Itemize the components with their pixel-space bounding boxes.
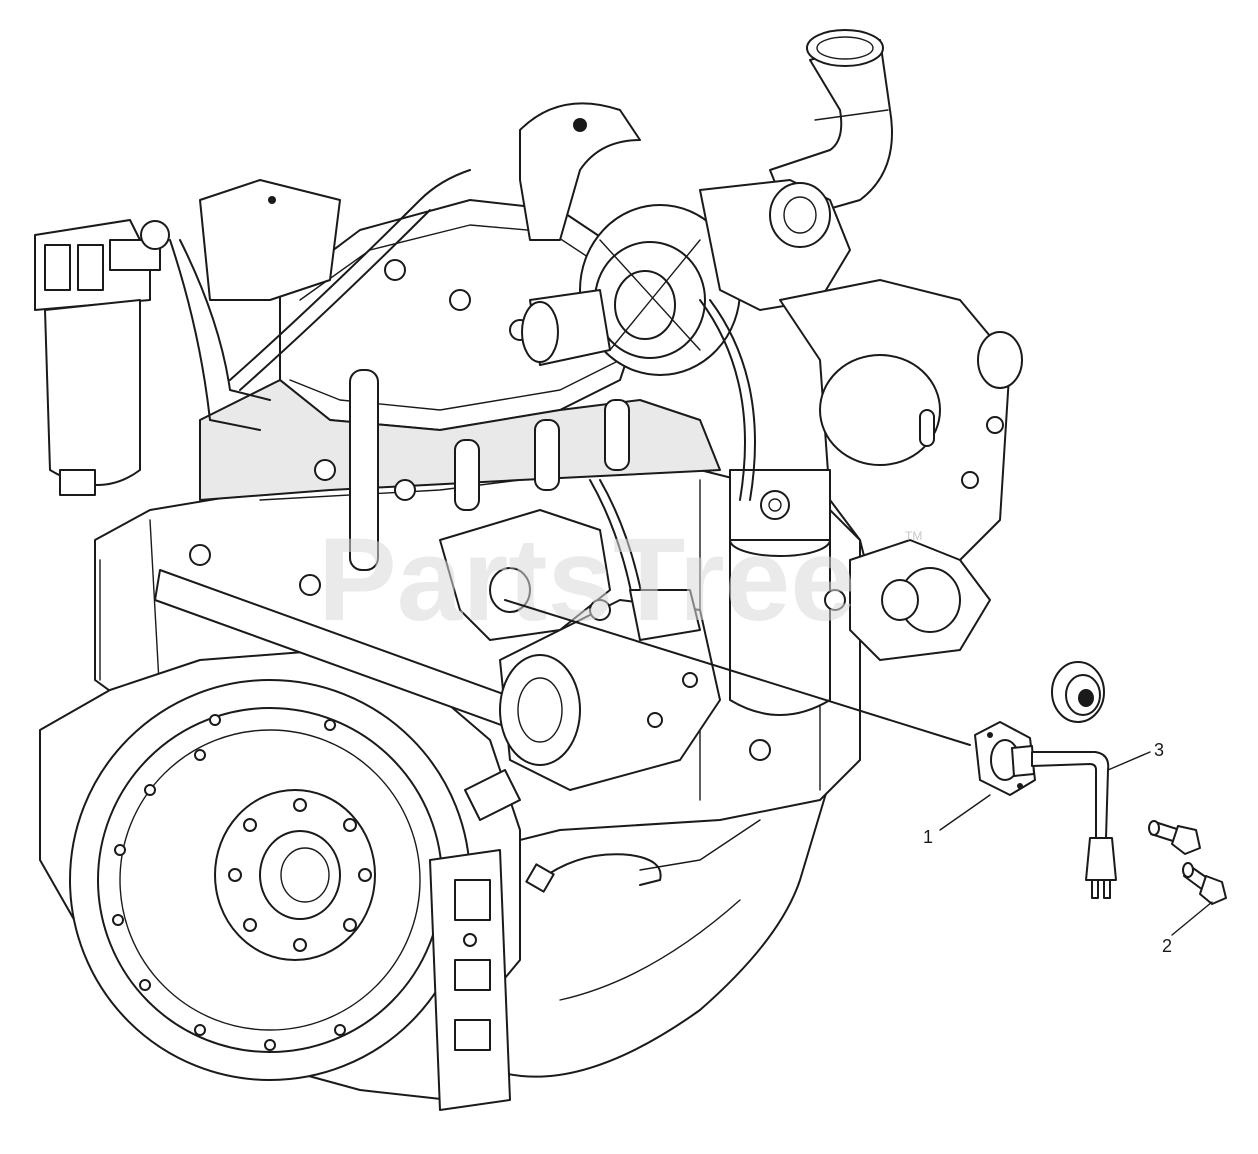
callout-1: 1 xyxy=(923,794,991,847)
watermark: PartsTree TM xyxy=(318,514,922,646)
block-boss xyxy=(189,544,211,566)
oil-filter xyxy=(729,469,831,716)
intake-pipe xyxy=(519,102,641,241)
injector-tubes xyxy=(314,369,630,571)
mounting-bracket xyxy=(199,179,341,301)
sensor-cable xyxy=(539,853,662,886)
block-heater xyxy=(974,721,1117,899)
callout-number-3: 3 xyxy=(1154,740,1164,760)
starter-motor xyxy=(499,589,721,791)
callout-number-2: 2 xyxy=(1162,936,1172,956)
bolt-upper xyxy=(1148,820,1201,855)
watermark-trademark: TM xyxy=(905,529,922,543)
callout-number-1: 1 xyxy=(923,827,933,847)
bolt-lower xyxy=(1182,862,1227,905)
installation-leader-line xyxy=(504,599,971,746)
flywheel xyxy=(69,679,471,1081)
callout-3: 3 xyxy=(1107,740,1164,771)
turbocharger xyxy=(521,204,741,376)
heater-plug xyxy=(1085,837,1117,881)
callout-2: 2 xyxy=(1162,901,1213,956)
plug-cap xyxy=(1051,661,1105,723)
fuel-filter xyxy=(34,219,170,496)
engine-assembly xyxy=(34,29,1023,1111)
fuel-lines xyxy=(169,169,756,651)
watermark-text: PartsTree xyxy=(318,514,856,646)
heater-cable xyxy=(1031,751,1110,839)
gear-cover xyxy=(779,279,1023,581)
water-pump xyxy=(849,539,991,661)
air-outlet-elbow xyxy=(769,29,893,221)
